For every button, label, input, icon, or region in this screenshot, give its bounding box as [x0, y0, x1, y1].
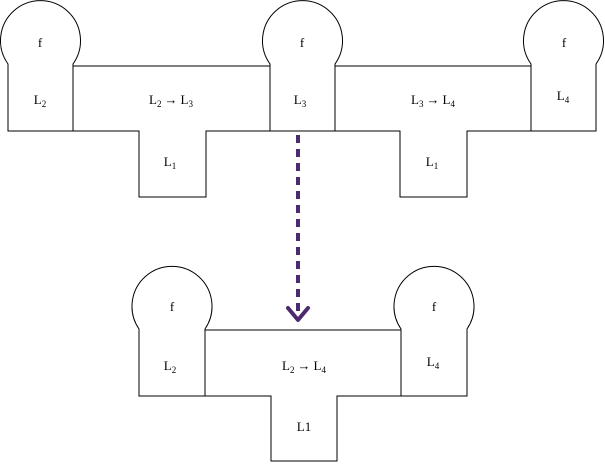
top-second-junction: L3→L4 L1 [334, 65, 532, 198]
bottom-left-block-base-label: L2 [164, 358, 176, 375]
bottom-junction-shape [204, 329, 402, 462]
bottom-right-block-head-label: f [432, 299, 437, 314]
bottom-junction-stem-label: L1 [297, 419, 311, 434]
top-middle-block-shape [262, 0, 343, 132]
top-right-block-head-label: f [562, 35, 567, 50]
top-first-junction-label: L2→L3 [149, 92, 193, 109]
top-middle-block-head-label: f [300, 35, 305, 50]
bottom-left-block: f L2 [131, 265, 213, 397]
top-right-block-shape [523, 0, 604, 132]
top-second-junction-stem-label: L1 [426, 154, 438, 171]
top-second-junction-label: L3→L4 [411, 92, 455, 109]
top-second-junction-shape [334, 65, 532, 198]
bottom-right-block: f L4 [393, 265, 475, 397]
bottom-right-block-base-label: L4 [427, 354, 440, 371]
bottom-right-block-shape [393, 265, 475, 397]
top-right-block: f L4 [523, 0, 604, 132]
bottom-left-block-head-label: f [170, 299, 175, 314]
dashed-arrow-head [286, 306, 310, 322]
top-left-block-base-label: L2 [34, 92, 46, 109]
bottom-junction-label: L2→L4 [282, 358, 326, 375]
top-left-block-shape [0, 0, 81, 132]
dashed-down-arrow [286, 135, 310, 322]
bottom-left-block-shape [131, 265, 213, 397]
top-right-block-base-label: L4 [557, 88, 570, 105]
top-left-block: f L2 [0, 0, 81, 132]
top-first-junction: L2→L3 L1 [72, 65, 271, 198]
bottom-junction: L2→L4 L1 [204, 329, 402, 462]
top-middle-block: f L3 [262, 0, 343, 132]
top-first-junction-shape [72, 65, 271, 198]
top-left-block-head-label: f [38, 35, 43, 50]
top-middle-block-base-label: L3 [294, 92, 307, 109]
top-first-junction-stem-label: L1 [164, 154, 176, 171]
